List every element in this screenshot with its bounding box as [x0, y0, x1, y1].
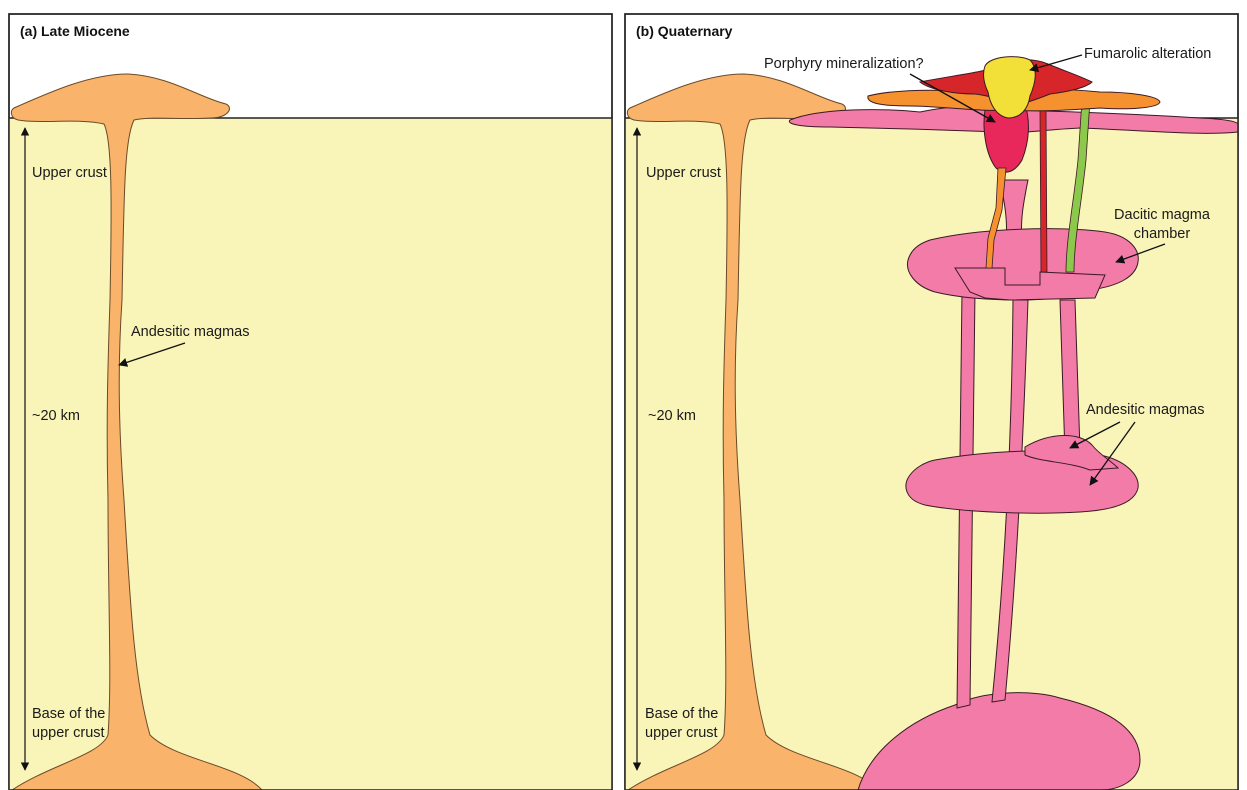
panel-a-title: (a) Late Miocene: [20, 23, 130, 39]
panel-b-depth-label: ~20 km: [648, 408, 696, 424]
panel-b-base-label-1: Base of the: [645, 706, 718, 722]
panel-b-upper-crust-label: Upper crust: [646, 165, 721, 181]
dacitic-label-1: Dacitic magma: [1114, 207, 1211, 223]
panel-b-title: (b) Quaternary: [636, 23, 733, 39]
panel-a-base-label-2: upper crust: [32, 725, 105, 741]
dacitic-label-2: chamber: [1134, 226, 1191, 242]
panel-b-andesitic-label: Andesitic magmas: [1086, 402, 1204, 418]
panel-b-base-label-2: upper crust: [645, 725, 718, 741]
panel-b: (b) Quaternary Upper crust ~20 km Base o…: [625, 14, 1238, 790]
panel-a: (a) Late Miocene Upper crust ~20 km Base…: [9, 14, 612, 790]
panel-a-andesitic-label: Andesitic magmas: [131, 324, 249, 340]
panel-a-base-label-1: Base of the: [32, 706, 105, 722]
panel-a-crust: [9, 118, 612, 790]
porphyry-label: Porphyry mineralization?: [764, 56, 924, 72]
panel-a-depth-label: ~20 km: [32, 408, 80, 424]
fumarolic-label: Fumarolic alteration: [1084, 46, 1211, 62]
red-dike: [1040, 110, 1047, 272]
panel-a-upper-crust-label: Upper crust: [32, 165, 107, 181]
